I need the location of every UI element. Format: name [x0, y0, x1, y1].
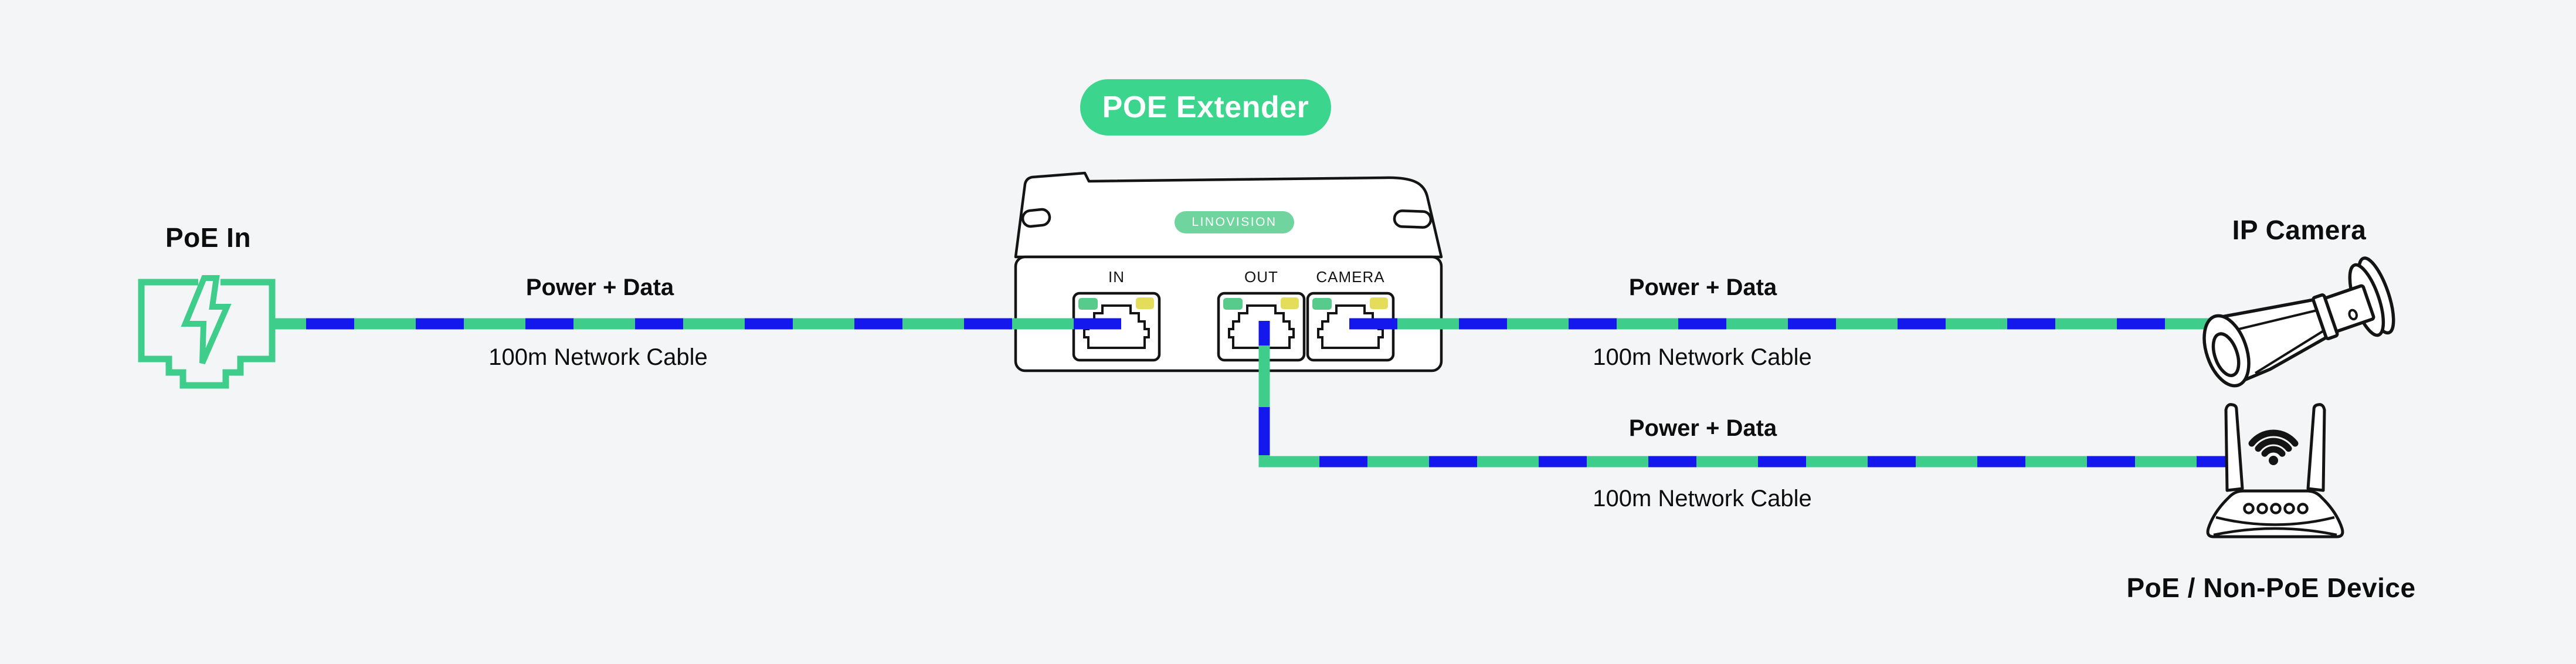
- port-led-green: [1312, 298, 1332, 310]
- port-keystone-outline: [1317, 304, 1384, 349]
- title-badge: POE Extender: [1080, 79, 1331, 135]
- rj45-plug-lightning-icon: [138, 275, 276, 389]
- router-led: [2297, 503, 2309, 514]
- port-led-green: [1223, 298, 1243, 310]
- router-face-curve: [2215, 516, 2335, 526]
- cable3-power-data-label: Power + Data: [1628, 415, 1777, 441]
- brand-pill: LINOVISION: [1175, 211, 1294, 233]
- cable1-network-cable-label: 100m Network Cable: [488, 344, 708, 370]
- extender-mount-notch-left: [1021, 208, 1051, 228]
- camera-arm-screw: [2348, 309, 2358, 321]
- cable2-power-data-label: Power + Data: [1628, 275, 1777, 300]
- wifi-router-icon: [2206, 403, 2344, 538]
- router-antenna-left: [2224, 403, 2244, 492]
- router-antenna-right: [2306, 403, 2326, 492]
- port-led-yellow: [1281, 297, 1299, 309]
- port-led-yellow: [1370, 297, 1388, 309]
- port-keystone-outline: [1228, 304, 1295, 349]
- poe-in-label: PoE In: [165, 222, 252, 253]
- port-label-camera: CAMERA: [1316, 268, 1385, 286]
- router-base-arch: [2213, 527, 2337, 537]
- wifi-icon: [2248, 429, 2299, 465]
- lightning-bolt-icon: [181, 275, 232, 365]
- router-led: [2243, 503, 2255, 514]
- poe-device-label: PoE / Non-PoE Device: [2126, 572, 2416, 603]
- camera-body-top-seam: [2227, 309, 2317, 333]
- cable1-power-data-label: Power + Data: [525, 275, 674, 300]
- port-led-yellow: [1136, 297, 1154, 309]
- plug-outline: [138, 279, 276, 389]
- router-led: [2256, 503, 2268, 514]
- cable-blue-dashes: [1258, 321, 2232, 467]
- port-label-out: OUT: [1244, 268, 1278, 286]
- poe-extender-box-icon: [1014, 171, 1443, 372]
- bullet-camera-icon: [2202, 256, 2395, 388]
- cable2-network-cable-label: 100m Network Cable: [1593, 344, 1812, 370]
- router-led: [2283, 503, 2295, 514]
- extender-mount-notch-right: [1393, 209, 1433, 229]
- port-label-in: IN: [1108, 268, 1125, 286]
- port-led-green: [1078, 298, 1098, 310]
- camera-lens-inner: [2211, 332, 2241, 377]
- router-led: [2270, 503, 2282, 514]
- camera-body-diagonal-seam: [2255, 330, 2324, 374]
- ip-camera-label: IP Camera: [2232, 215, 2367, 245]
- cable-extender-out-to-device: [1258, 321, 2232, 467]
- cable3-network-cable-label: 100m Network Cable: [1593, 486, 1812, 511]
